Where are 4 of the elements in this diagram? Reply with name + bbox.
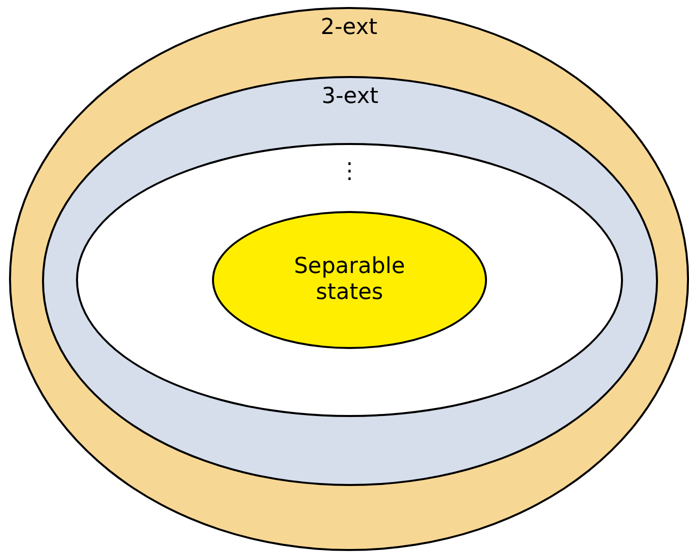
region-label: ⋮ <box>338 159 362 185</box>
region-label: 3-ext <box>320 84 380 110</box>
region-label: 2-ext <box>320 15 378 41</box>
region-label: Separable states <box>292 254 406 306</box>
